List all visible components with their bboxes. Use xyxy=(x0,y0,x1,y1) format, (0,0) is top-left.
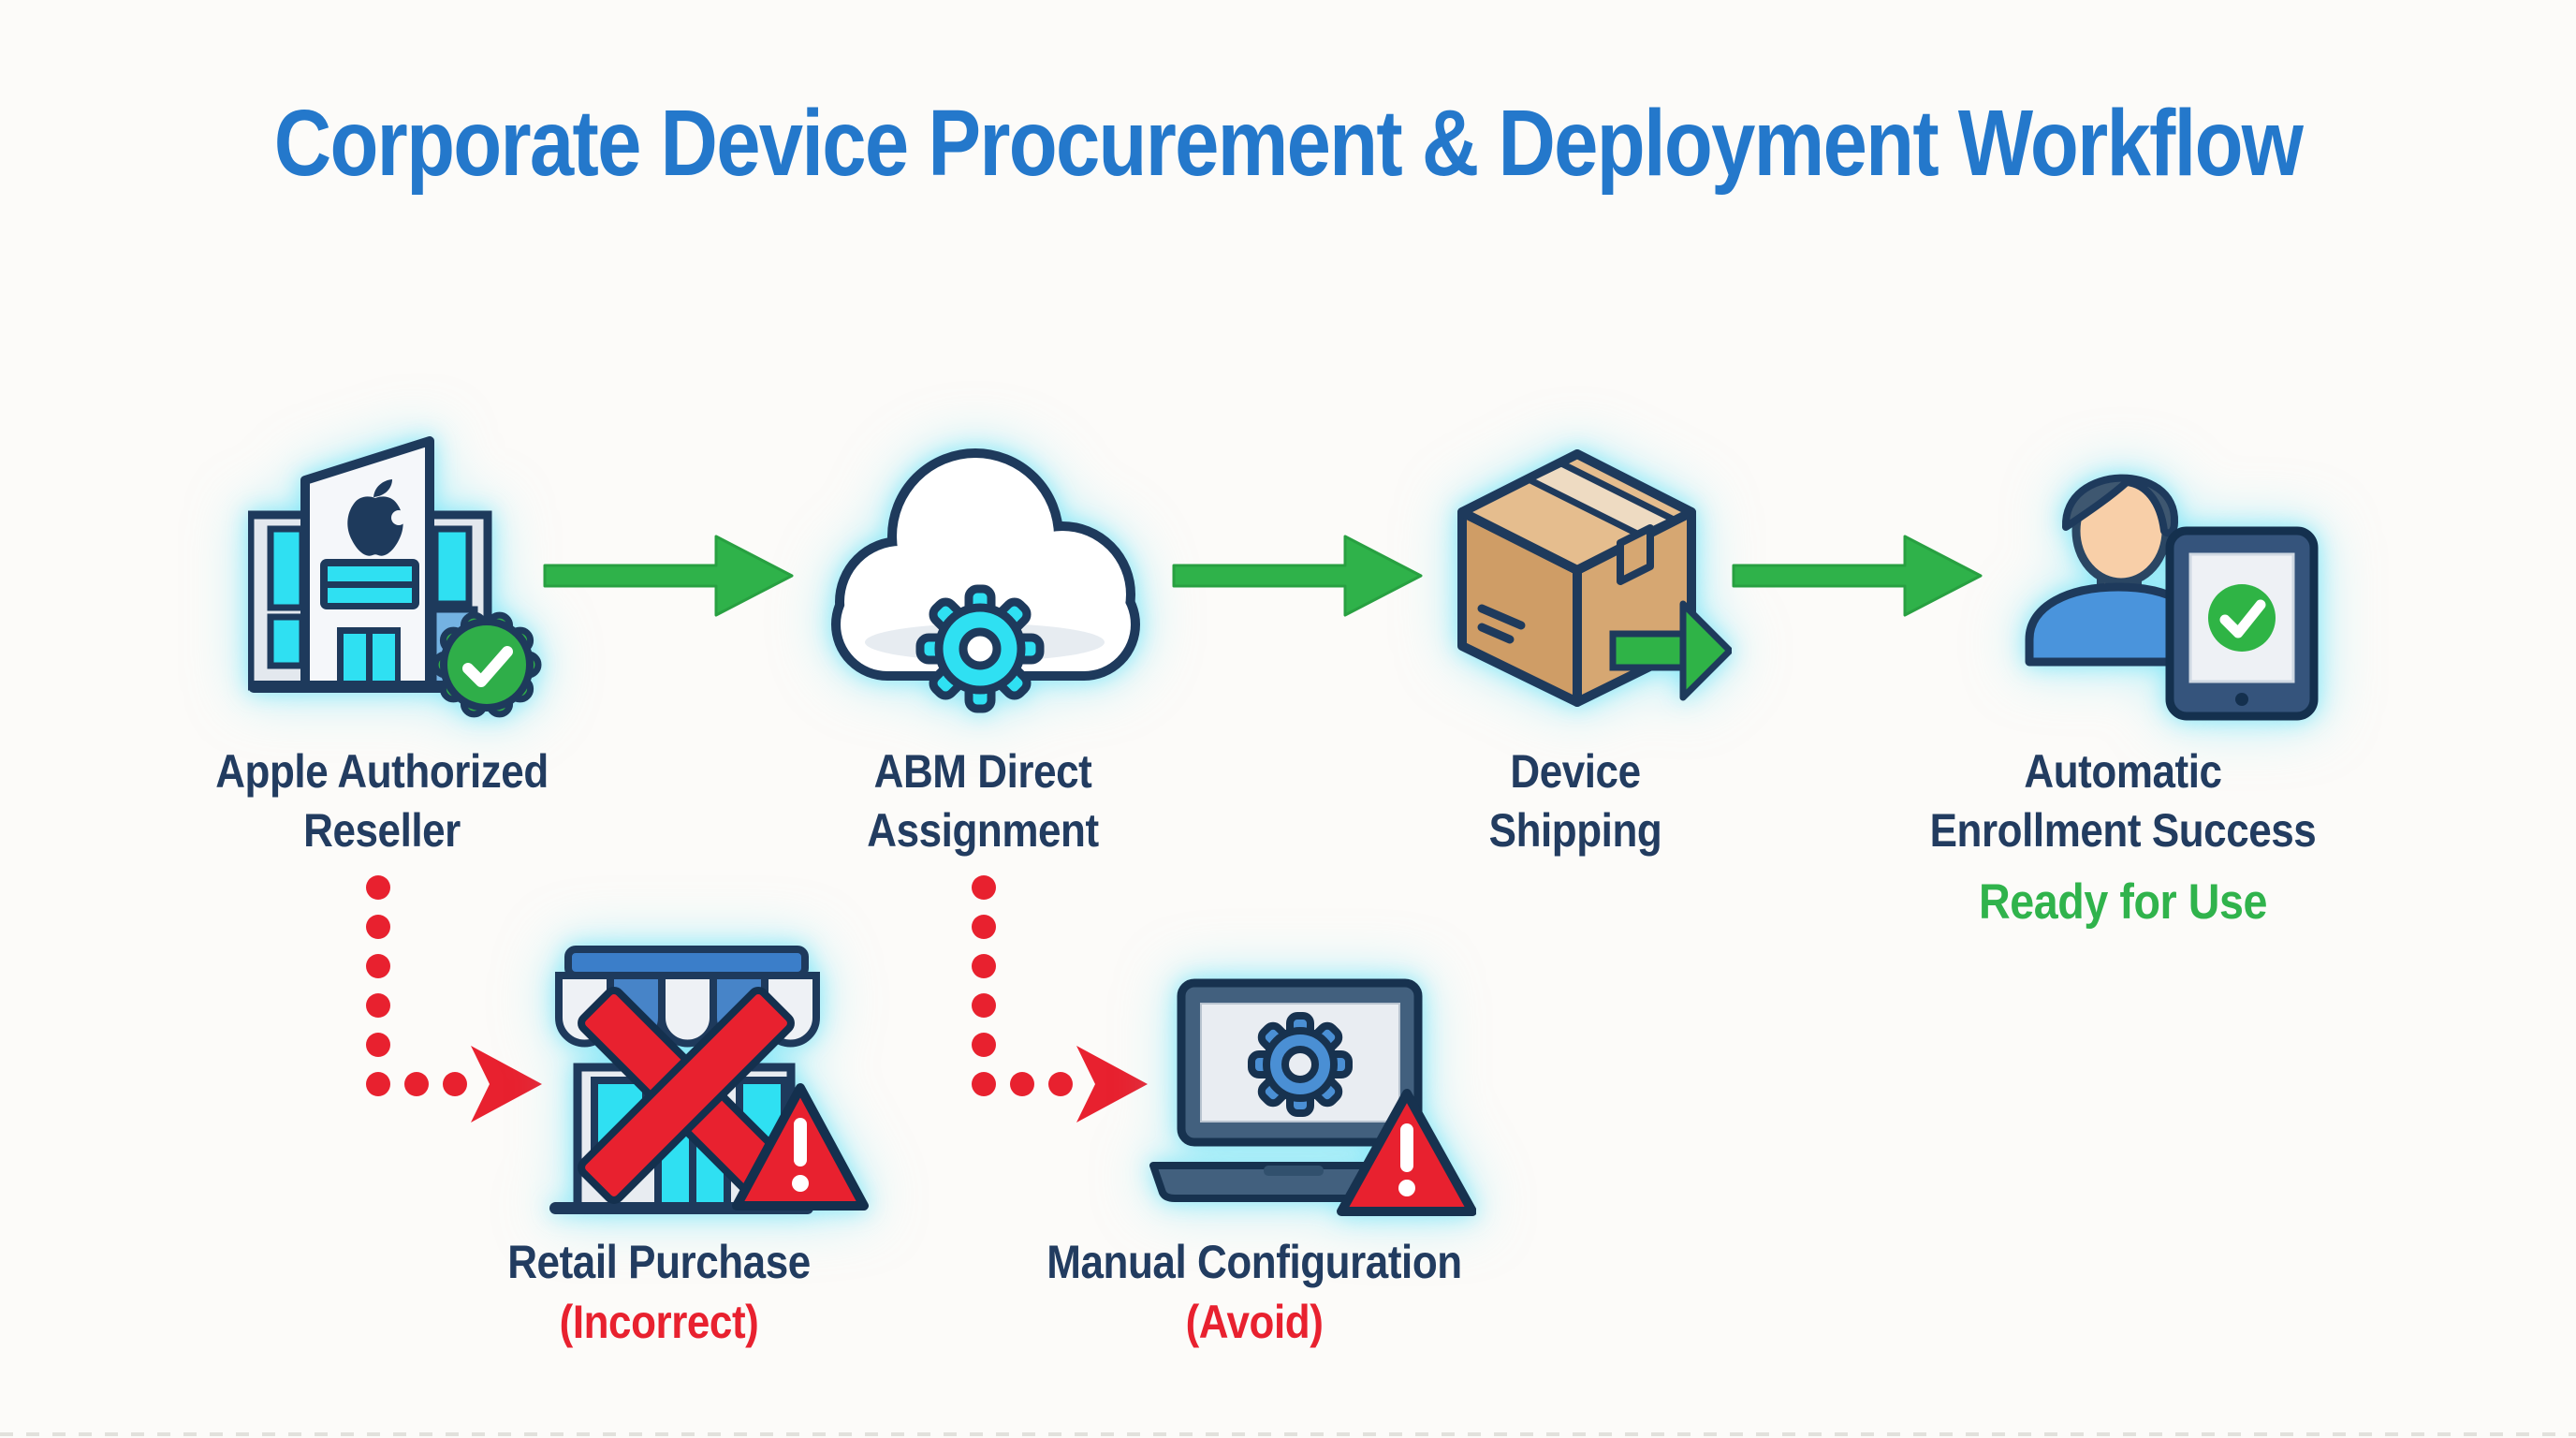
x-mark-icon xyxy=(578,987,795,1204)
apple-store-verified-icon xyxy=(248,426,557,735)
step-label-line: Enrollment Success xyxy=(1929,804,2317,857)
checkmark-icon xyxy=(462,646,513,687)
warning-qualifier: (Avoid) xyxy=(1185,1296,1324,1348)
user-tablet-check-icon xyxy=(2022,426,2331,726)
step-label-line: Reseller xyxy=(303,804,461,857)
ready-for-use-label: Ready for Use xyxy=(1979,874,2267,930)
step-label-line: Device xyxy=(1510,745,1641,798)
outbound-arrow-icon xyxy=(1609,600,1732,701)
flow-arrow-3 xyxy=(1732,535,1983,617)
step-label-apple-reseller: Apple Authorized Reseller xyxy=(118,742,645,860)
warning-label-manual-configuration: Manual Configuration (Avoid) xyxy=(990,1232,1517,1352)
warning-label-line: Manual Configuration xyxy=(1046,1236,1462,1288)
warning-triangle-icon xyxy=(1337,1089,1476,1216)
flow-arrow-1 xyxy=(543,535,794,617)
step-label-line: Apple Authorized xyxy=(215,745,549,798)
gear-icon xyxy=(1248,1012,1353,1117)
step-label-enrollment-success: Automatic Enrollment Success xyxy=(1859,742,2386,860)
step-label-line: ABM Direct xyxy=(873,745,1092,798)
cloud-gear-icon xyxy=(824,433,1147,713)
step-label-line: Assignment xyxy=(867,804,1099,857)
dotted-warning-arrow-2 xyxy=(972,875,1148,1123)
dotted-warning-arrow-1 xyxy=(366,875,542,1123)
verified-badge-icon xyxy=(432,611,542,718)
bottom-edge-texture xyxy=(0,1432,2576,1436)
success-check-icon xyxy=(2208,584,2276,652)
step-label-line: Automatic xyxy=(2024,745,2222,798)
gear-icon xyxy=(915,584,1045,713)
warning-qualifier: (Incorrect) xyxy=(559,1296,759,1348)
warning-label-retail-purchase: Retail Purchase (Incorrect) xyxy=(395,1232,922,1352)
apple-logo-icon xyxy=(347,479,406,556)
warning-label-line: Retail Purchase xyxy=(507,1236,811,1288)
shipping-box-icon xyxy=(1446,433,1732,709)
step-label-line: Shipping xyxy=(1488,804,1662,857)
step-label-device-shipping: Device Shipping xyxy=(1311,742,1838,860)
tablet-icon xyxy=(2165,526,2319,721)
retail-store-x-warning-icon xyxy=(548,938,871,1219)
page-title: Corporate Device Procurement & Deploymen… xyxy=(273,91,2304,196)
flow-arrow-2 xyxy=(1172,535,1423,617)
warning-triangle-icon xyxy=(732,1083,869,1211)
hair xyxy=(2061,474,2179,537)
step-label-abm-assignment: ABM Direct Assignment xyxy=(719,742,1246,860)
laptop-gear-warning-icon xyxy=(1147,966,1476,1217)
